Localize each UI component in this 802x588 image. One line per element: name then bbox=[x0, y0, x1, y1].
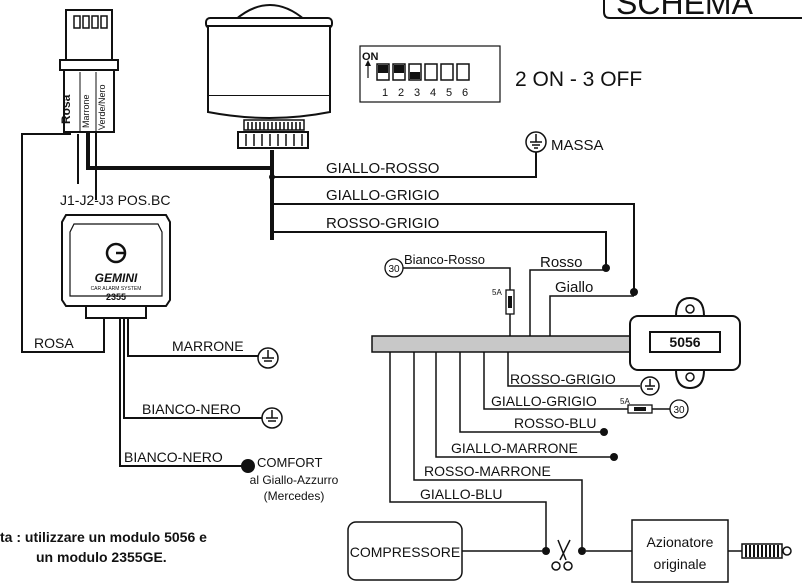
dip-toggle-1 bbox=[376, 63, 390, 81]
dip-number-4: 4 bbox=[430, 87, 436, 99]
module-2355-model: 2355 bbox=[106, 292, 126, 302]
rosa-wire-label: Rosa bbox=[59, 94, 73, 124]
dip-setting: 2 ON - 3 OFF bbox=[515, 68, 642, 91]
dip-toggle-2 bbox=[392, 63, 406, 81]
dip-toggle-6 bbox=[456, 63, 470, 81]
dip-number-5: 5 bbox=[446, 87, 452, 99]
marrone-label: MARRONE bbox=[172, 338, 244, 354]
fuse-top bbox=[505, 289, 515, 315]
dip-toggle-4 bbox=[424, 63, 438, 81]
dip-number-3: 3 bbox=[414, 87, 420, 99]
note-line-2: un modulo 2355GE. bbox=[36, 549, 167, 565]
out-giallo-marrone-label: GIALLO-MARRONE bbox=[451, 440, 578, 456]
harness-wires bbox=[21, 132, 635, 353]
out-rosso-blu-label: ROSSO-BLU bbox=[514, 415, 596, 431]
terminal-30-top-label: 30 bbox=[388, 264, 400, 275]
rosso-label: Rosso bbox=[540, 254, 583, 271]
out-rosso-grigio-label: ROSSO-GRIGIO bbox=[510, 371, 616, 387]
bianco-nero-label-2: BIANCO-NERO bbox=[124, 449, 223, 465]
position-label: J1-J2-J3 POS.BC bbox=[60, 192, 170, 208]
comfort-terminal bbox=[241, 459, 255, 473]
output-wires bbox=[389, 352, 650, 550]
dip-on-label: ON bbox=[362, 51, 379, 63]
massa-ground bbox=[525, 131, 547, 153]
diagram-title: SCHEMA bbox=[616, 0, 754, 21]
gemini-brand: GEMINI bbox=[95, 271, 138, 285]
dip-number-1: 1 bbox=[382, 87, 388, 99]
out-giallo-blu-label: GIALLO-BLU bbox=[420, 486, 502, 502]
fuse-top-label: 5A bbox=[492, 288, 502, 297]
terminal-30-top: 30 bbox=[384, 258, 404, 278]
terminal-30-bottom: 30 bbox=[669, 399, 689, 419]
comfort-note-2: (Mercedes) bbox=[264, 489, 325, 503]
compressore-label: COMPRESSORE bbox=[350, 544, 460, 560]
compressore-box: COMPRESSORE bbox=[347, 521, 463, 581]
giallo-grigio-label: GIALLO-GRIGIO bbox=[326, 187, 439, 204]
out-giallo-grigio-label: GIALLO-GRIGIO bbox=[491, 393, 597, 409]
giallo-label: Giallo bbox=[555, 279, 593, 296]
comfort-note-1: al Giallo-Azzurro bbox=[250, 473, 339, 487]
dip-toggle-3 bbox=[408, 63, 422, 81]
terminal-30-bottom-label: 30 bbox=[673, 405, 685, 416]
bianco-rosso-label: Bianco-Rosso bbox=[404, 252, 485, 267]
fuse-bottom-label: 5A bbox=[620, 397, 630, 406]
marrone-wire-label: Marrone bbox=[81, 94, 91, 128]
comfort-label: COMFORT bbox=[257, 455, 323, 470]
scissors-icon bbox=[551, 539, 573, 571]
siren-device bbox=[205, 4, 333, 149]
azionatore-box: Azionatore originale bbox=[631, 519, 729, 583]
massa-label: MASSA bbox=[551, 137, 604, 154]
azionatore-label-2: originale bbox=[654, 556, 707, 572]
verde-nero-wire-label: Verde/Nero bbox=[97, 84, 107, 130]
gemini-subtitle: CAR ALARM SYSTEM bbox=[91, 286, 142, 292]
ground-icon-5056 bbox=[640, 376, 660, 396]
dip-switch: ON 1 2 3 4 5 6 2 ON - 3 OFF bbox=[359, 45, 642, 103]
azionatore-label-1: Azionatore bbox=[647, 534, 714, 550]
note-line-1: ta : utilizzare un modulo 5056 e bbox=[0, 529, 207, 545]
dip-number-2: 2 bbox=[398, 87, 404, 99]
rosa-label: ROSA bbox=[34, 335, 74, 351]
out-rosso-marrone-label: ROSSO-MARRONE bbox=[424, 463, 551, 479]
rosso-grigio-label: ROSSO-GRIGIO bbox=[326, 215, 439, 232]
dip-toggle-5 bbox=[440, 63, 454, 81]
ground-icon-bianco-nero bbox=[261, 407, 283, 429]
fuse-bottom bbox=[627, 404, 653, 414]
ground-icon-marrone bbox=[257, 347, 279, 369]
module-5056-label: 5056 bbox=[669, 334, 700, 350]
actuator-plug-icon bbox=[728, 543, 792, 559]
module-2355: GEMINI CAR ALARM SYSTEM 2355 bbox=[61, 214, 171, 319]
module-2355-wires bbox=[119, 318, 262, 467]
giallo-rosso-label: GIALLO-ROSSO bbox=[326, 160, 439, 177]
plug-connector: Rosa Marrone Verde/Nero bbox=[59, 9, 119, 133]
module-5056: 5056 bbox=[371, 296, 741, 390]
title-box: SCHEMA bbox=[603, 0, 802, 21]
dip-number-6: 6 bbox=[462, 87, 468, 99]
bianco-nero-label-1: BIANCO-NERO bbox=[142, 401, 241, 417]
